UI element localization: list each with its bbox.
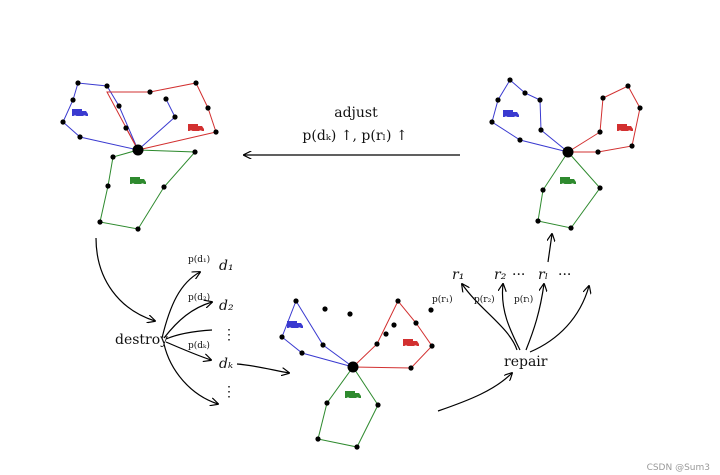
destroy-vdots-1: ⋮ (222, 327, 236, 343)
truck-blue-icon (72, 109, 88, 119)
dk-to-destroyed-arrow (236, 363, 289, 373)
depot-node (562, 146, 574, 158)
customer-nodes (489, 77, 643, 231)
destroy-d2-arrow (163, 302, 212, 339)
repair-dots-arrow (529, 286, 589, 353)
truck-red-icon (403, 339, 419, 349)
depot-node (132, 144, 144, 156)
removed-nodes (322, 306, 434, 337)
destroy-label: destroy (115, 332, 168, 348)
solution-destroyed (279, 298, 435, 450)
destroy-op-k-prob: p(dₖ) (188, 340, 210, 351)
repair-dots-1: ··· (512, 267, 525, 283)
blue-cross-route-2 (165, 98, 176, 118)
truck-red-icon (188, 124, 204, 134)
destroy-d1-arrow (161, 272, 200, 339)
repair-op-rl-prob: p(rₗ) (514, 294, 533, 305)
destroy-vdots1-arrow (165, 329, 213, 340)
repair-op-r1: r₁ (452, 267, 464, 283)
repair-r2-arrow (502, 284, 521, 351)
solution-top-right (489, 77, 643, 231)
adjust-label: adjust (334, 105, 378, 121)
destroyed-to-repair-arrow (437, 373, 512, 412)
destroy-op-1-name: d₁ (219, 258, 234, 274)
customer-nodes (279, 298, 435, 450)
repair-r1-arrow (462, 284, 518, 351)
blue-route (281, 299, 354, 368)
solution-top-left (60, 80, 219, 232)
red-route (567, 85, 641, 153)
destroy-op-1-prob: p(d₁) (188, 254, 210, 265)
destroy-op-2-prob: p(d₂) (188, 292, 210, 303)
to-destroy-arrow (95, 237, 155, 321)
repair-op-r2-prob: p(r₂) (474, 294, 495, 305)
adjust-formula: p(dₖ) ↑, p(rₗ) ↑ (302, 128, 407, 144)
truck-green-icon (560, 177, 576, 187)
rl-to-top-right-arrow (548, 234, 552, 263)
truck-blue-icon (287, 321, 303, 331)
watermark: CSDN @Sum3 (647, 463, 710, 473)
truck-green-icon (345, 391, 361, 401)
truck-blue-icon (503, 110, 519, 120)
green-route (317, 366, 379, 448)
blue-cross-route (137, 116, 176, 151)
repair-op-rl: rₗ (538, 267, 548, 283)
truck-green-icon (130, 177, 146, 187)
repair-label: repair (504, 354, 548, 370)
blue-route (62, 82, 139, 151)
repair-dots-2: ··· (558, 267, 571, 283)
repair-op-r1-prob: p(r₁) (432, 294, 453, 305)
destroy-op-2-name: d₂ (219, 298, 234, 314)
destroy-vdots2-arrow (163, 343, 218, 404)
green-route (537, 151, 601, 229)
customer-nodes (60, 80, 219, 232)
destroy-op-k-name: dₖ (219, 356, 233, 372)
red-route (352, 300, 433, 369)
depot-node (347, 361, 359, 373)
repair-op-r2: r₂ (494, 267, 507, 283)
destroy-vdots-2: ⋮ (222, 384, 236, 400)
destroy-dk-arrow (165, 341, 211, 360)
truck-red-icon (617, 124, 633, 134)
green-route (99, 149, 197, 230)
repair-rl-arrow (525, 284, 544, 351)
